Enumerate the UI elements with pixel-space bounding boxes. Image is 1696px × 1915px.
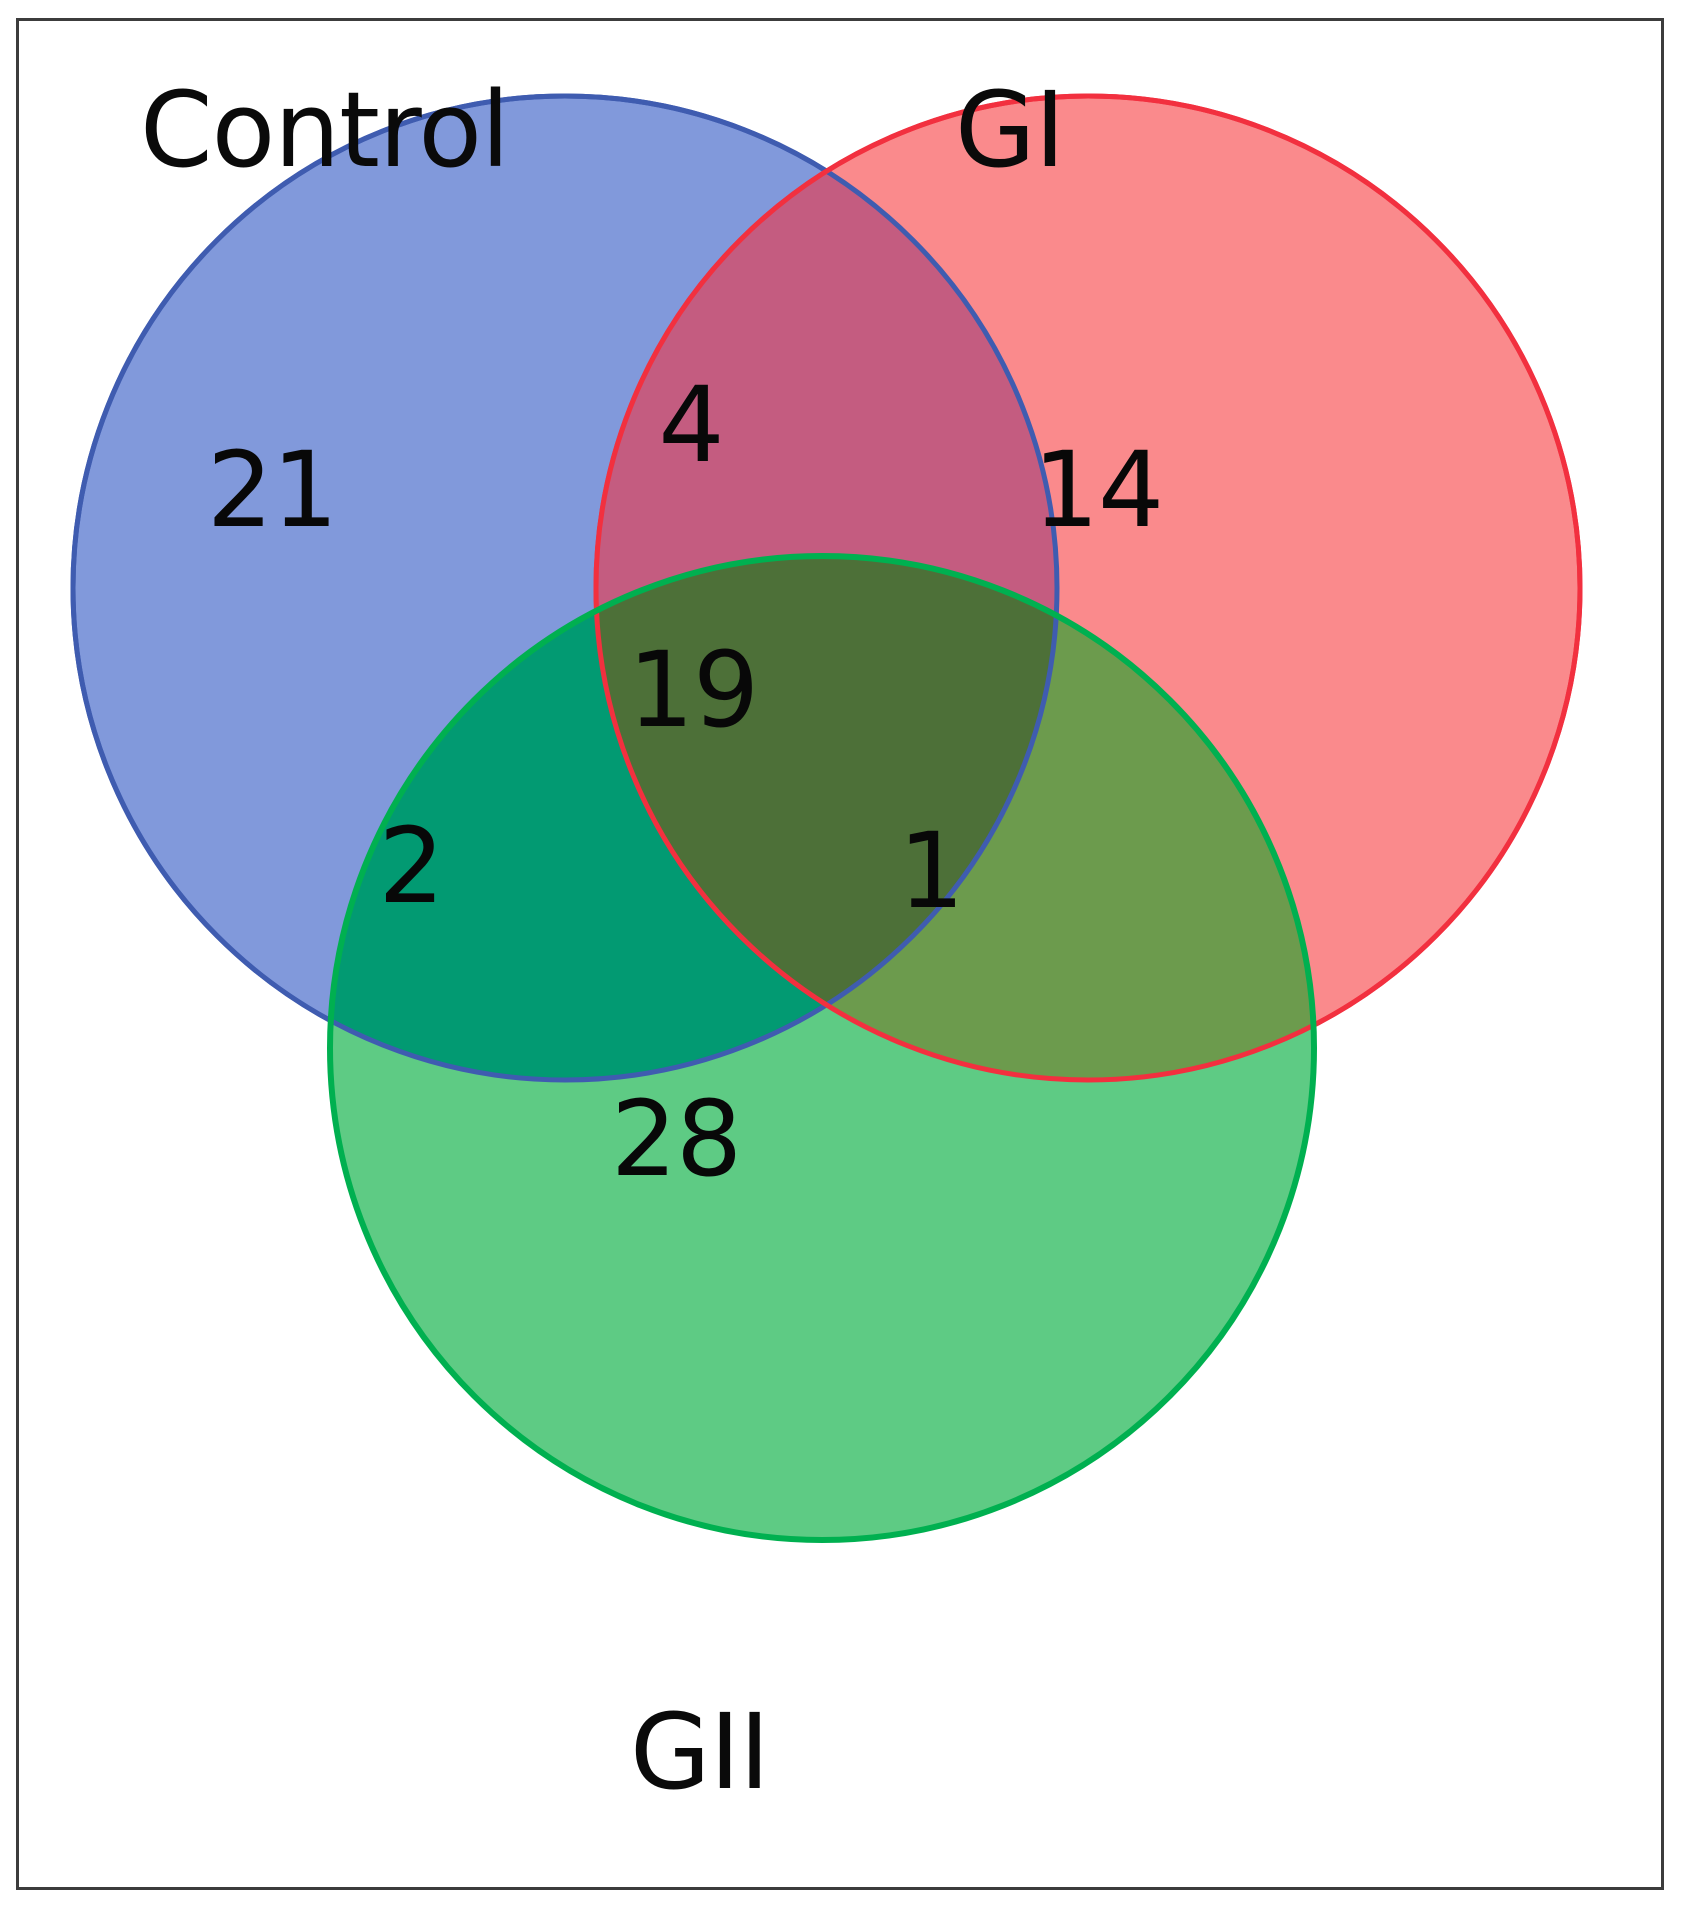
region-count-control-only: 21 xyxy=(206,429,338,551)
region-count-gi-gii: 1 xyxy=(898,810,964,932)
region-count-all-three: 19 xyxy=(627,629,759,751)
region-count-gi-only: 14 xyxy=(1032,429,1164,551)
region-count-gii-only: 28 xyxy=(610,1078,742,1200)
set-label-gii: GII xyxy=(630,1691,770,1813)
set-label-control: Control xyxy=(140,69,510,191)
set-label-gi: GI xyxy=(955,69,1065,191)
region-all-three-outer xyxy=(596,556,1057,1080)
circle-gii-outline xyxy=(327,553,1317,1543)
venn-circles-group xyxy=(70,93,1583,1543)
region-count-control-gii: 2 xyxy=(378,805,444,927)
circle-gi-outline xyxy=(593,93,1583,1083)
circle-control-outline xyxy=(70,93,1060,1083)
region-count-control-gi: 4 xyxy=(658,364,724,486)
